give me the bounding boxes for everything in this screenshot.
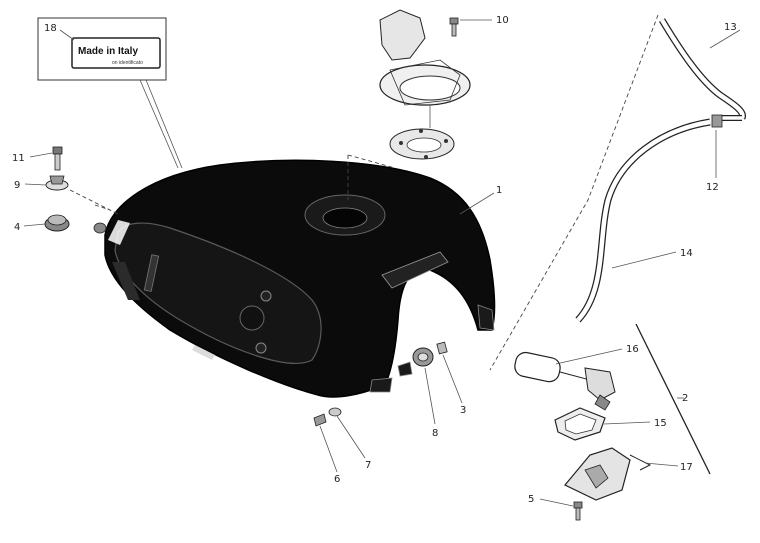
fitting-left xyxy=(93,222,107,234)
plug-3 xyxy=(436,341,463,404)
washer-7 xyxy=(328,407,366,459)
drain-tube-14 xyxy=(575,118,711,323)
cap-8 xyxy=(412,347,436,425)
fuel-level-sensor-16 xyxy=(514,348,623,411)
callout-13: 13 xyxy=(724,22,737,33)
callout-5: 5 xyxy=(528,494,534,505)
group-bracket-2 xyxy=(635,323,711,475)
callout-17: 17 xyxy=(680,462,693,473)
pump-bracket-17 xyxy=(564,447,679,501)
washer-9 xyxy=(24,175,69,191)
callout-3: 3 xyxy=(460,405,466,416)
screw-10 xyxy=(449,17,492,37)
fitting-12 xyxy=(711,114,723,178)
callout-11: 11 xyxy=(12,153,25,164)
callout-7: 7 xyxy=(365,460,371,471)
callout-18: 18 xyxy=(44,23,57,34)
gasket-15 xyxy=(554,407,651,441)
grommet-4 xyxy=(23,214,70,232)
callout-6: 6 xyxy=(334,474,340,485)
callout-4: 4 xyxy=(14,222,20,233)
screw-6 xyxy=(313,413,338,473)
callout-8: 8 xyxy=(432,428,438,439)
screw-5 xyxy=(539,498,583,521)
callout-15: 15 xyxy=(654,418,667,429)
callout-2: 2 xyxy=(682,393,688,404)
callout-10: 10 xyxy=(496,15,509,26)
callout-16: 16 xyxy=(626,344,639,355)
label-plate: Made in Italy on identificato xyxy=(37,17,183,169)
label-plate-text: Made in Italy xyxy=(78,46,138,57)
callout-14: 14 xyxy=(680,248,693,259)
fuel-tank xyxy=(104,159,496,398)
callout-12: 12 xyxy=(706,182,719,193)
label-plate-subtext: on identificato xyxy=(112,60,143,66)
vent-tube-13 xyxy=(658,18,746,121)
callout-1: 1 xyxy=(496,185,502,196)
fuel-cap-assembly xyxy=(379,9,471,160)
callout-9: 9 xyxy=(14,180,20,191)
bolt-11 xyxy=(29,146,63,171)
